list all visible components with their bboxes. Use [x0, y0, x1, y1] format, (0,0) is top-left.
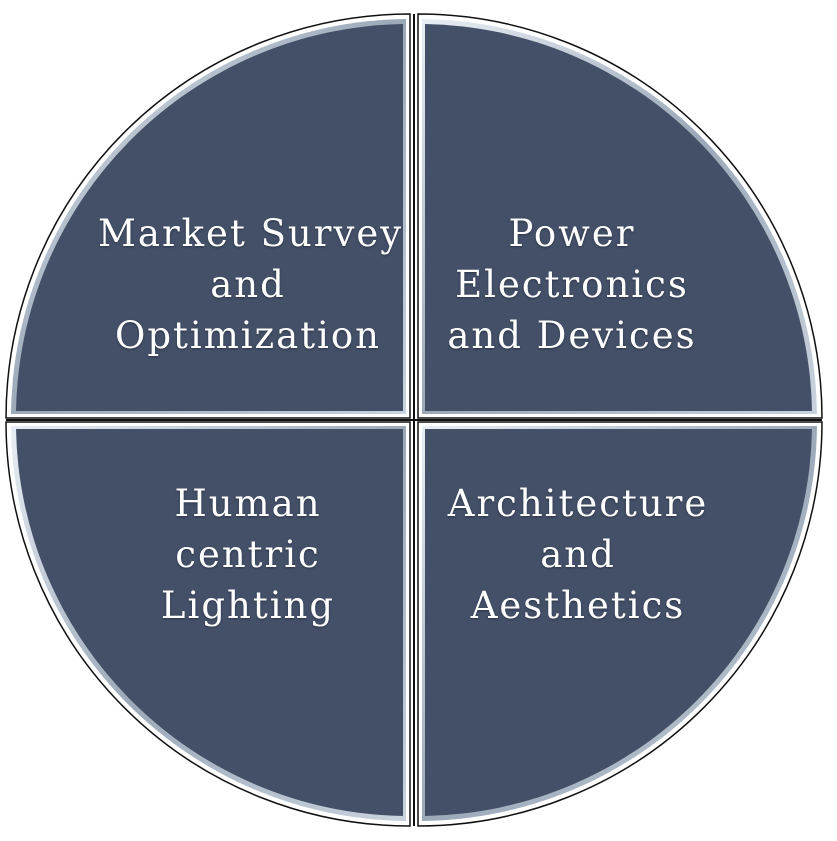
label-power-electronics: Power Electronics and Devices — [422, 208, 722, 361]
label-line: Lighting — [160, 584, 336, 627]
label-line: Market Survey — [98, 212, 404, 255]
label-line: Human — [174, 482, 322, 525]
label-line: and — [540, 533, 616, 576]
label-line: Power — [508, 212, 636, 255]
label-human-centric-lighting: Human centric Lighting — [98, 478, 398, 631]
label-line: Aesthetics — [470, 584, 686, 627]
label-market-survey: Market Survey and Optimization — [98, 208, 404, 361]
quadrant-top-left — [5, 13, 411, 419]
label-line: Architecture — [447, 482, 709, 525]
label-line: and — [210, 263, 286, 306]
quadrant-bottom-right — [417, 421, 823, 827]
label-line: Electronics — [455, 263, 689, 306]
quadrant-top-right — [417, 13, 823, 419]
label-line: and Devices — [447, 314, 697, 357]
label-line: centric — [175, 533, 321, 576]
label-architecture-aesthetics: Architecture and Aesthetics — [428, 478, 728, 631]
quadrant-bottom-left — [5, 421, 411, 827]
label-line: Optimization — [115, 314, 381, 357]
